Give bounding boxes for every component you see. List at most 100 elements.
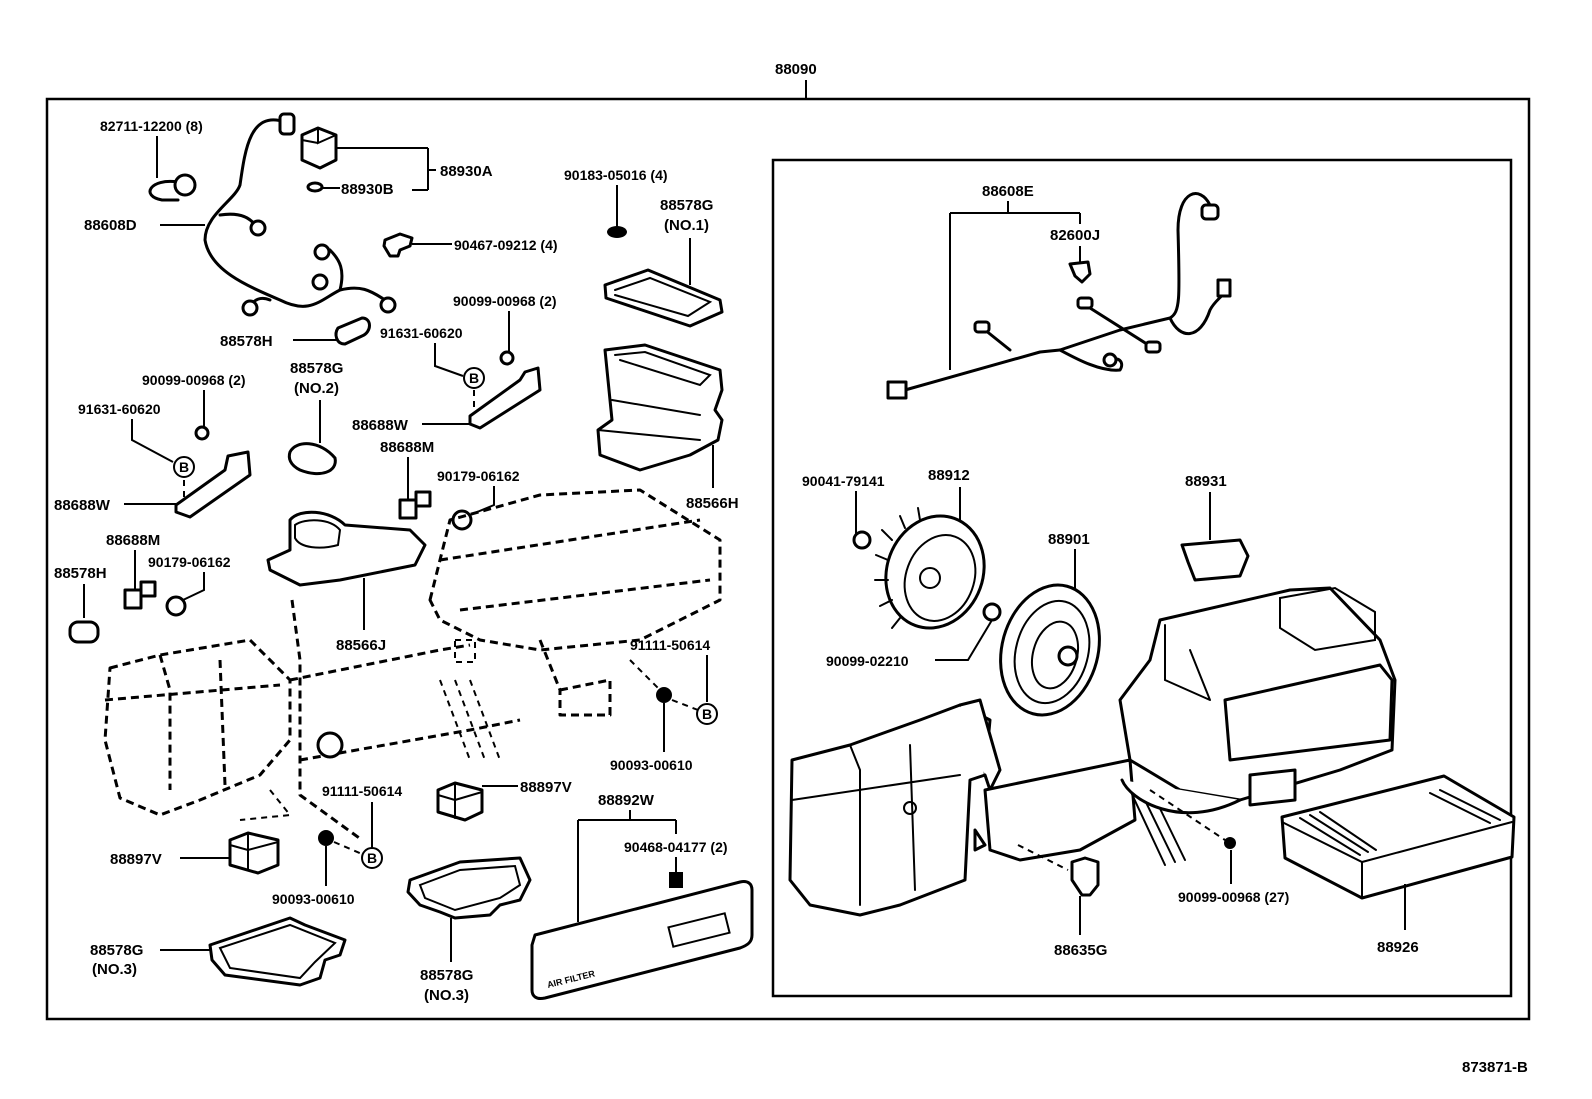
nut-left-icon bbox=[165, 595, 187, 617]
label-90099-02210[interactable]: 90099-02210 bbox=[826, 653, 909, 669]
label-90099-00968-upper[interactable]: 90099-00968 (2) bbox=[453, 293, 557, 309]
label-88635G[interactable]: 88635G bbox=[1054, 942, 1107, 959]
label-88926[interactable]: 88926 bbox=[1377, 939, 1419, 956]
label-88578G-no2-note[interactable]: (NO.2) bbox=[294, 380, 339, 397]
nut-upper-icon bbox=[451, 509, 473, 531]
label-91631-60620-left[interactable]: 91631-60620 bbox=[78, 401, 161, 417]
bracket-upper-icon bbox=[468, 366, 542, 430]
resistor-box-icon bbox=[300, 126, 338, 170]
washer-right-icon bbox=[656, 687, 672, 703]
duct-h-icon bbox=[596, 343, 724, 472]
label-90099-00968-left[interactable]: 90099-00968 (2) bbox=[142, 372, 246, 388]
label-88578G-no3-center-note[interactable]: (NO.3) bbox=[424, 987, 469, 1004]
seal-no1-icon bbox=[603, 268, 724, 328]
sensor-mount-upper-icon bbox=[398, 490, 432, 520]
seal-no3-left-icon bbox=[208, 916, 347, 987]
label-90183-05016[interactable]: 90183-05016 (4) bbox=[564, 167, 668, 183]
actuator-icon bbox=[1070, 856, 1100, 897]
harness-e-icon bbox=[886, 192, 1232, 400]
outer-frame bbox=[45, 97, 1531, 1021]
label-90093-00610-right[interactable]: 90093-00610 bbox=[610, 757, 693, 773]
label-90467-09212[interactable]: 90467-09212 (4) bbox=[454, 237, 558, 253]
label-88578H-left[interactable]: 88578H bbox=[54, 565, 107, 582]
label-88688M-upper[interactable]: 88688M bbox=[380, 439, 434, 456]
label-88897V-right[interactable]: 88897V bbox=[520, 779, 572, 796]
resistor-seal-icon bbox=[306, 181, 324, 193]
label-assembly[interactable]: 88090 bbox=[775, 61, 817, 78]
dash-actuator bbox=[1017, 844, 1069, 871]
blower-fan-icon bbox=[874, 507, 986, 630]
screw-upper-icon bbox=[499, 350, 515, 366]
seal-h-upper-icon bbox=[334, 316, 371, 346]
leader-90179-upper bbox=[469, 486, 495, 516]
ref-circle-b-right bbox=[696, 703, 718, 725]
label-90468-04177[interactable]: 90468-04177 (2) bbox=[624, 839, 728, 855]
label-91631-60620-upper[interactable]: 91631-60620 bbox=[380, 325, 463, 341]
label-88912[interactable]: 88912 bbox=[928, 467, 970, 484]
label-90099-00968-27[interactable]: 90099-00968 (27) bbox=[1178, 889, 1289, 905]
label-88578G-no3-left-note[interactable]: (NO.3) bbox=[92, 961, 137, 978]
label-91111-50614-right[interactable]: 91111-50614 bbox=[630, 637, 710, 653]
wire-harness-icon bbox=[203, 112, 397, 317]
grommet-icon bbox=[607, 226, 627, 238]
grommet-clip-icon bbox=[148, 173, 197, 202]
label-88688M-left[interactable]: 88688M bbox=[106, 532, 160, 549]
inner-frame bbox=[771, 158, 1513, 998]
hvac-unit-right-icon bbox=[788, 586, 1397, 917]
label-88578G-no1-note[interactable]: (NO.1) bbox=[664, 217, 709, 234]
label-88930A[interactable]: 88930A bbox=[440, 163, 493, 180]
cover-plate-icon: AIR FILTER bbox=[530, 880, 754, 1000]
washer-icon bbox=[982, 602, 1002, 622]
dash-ref-center bbox=[333, 841, 363, 855]
label-88901[interactable]: 88901 bbox=[1048, 531, 1090, 548]
clamp-icon bbox=[1068, 260, 1092, 284]
seal-h-left-icon bbox=[68, 620, 100, 644]
label-82711-12200[interactable]: 82711-12200 (8) bbox=[100, 118, 203, 134]
label-88930B[interactable]: 88930B bbox=[341, 181, 394, 198]
label-90179-06162-left[interactable]: 90179-06162 bbox=[148, 554, 231, 570]
label-90093-00610-center[interactable]: 90093-00610 bbox=[272, 891, 355, 907]
nut-icon bbox=[852, 530, 872, 550]
label-90041-79141[interactable]: 90041-79141 bbox=[802, 473, 885, 489]
bracket-left-icon bbox=[174, 450, 252, 519]
label-88566J[interactable]: 88566J bbox=[336, 637, 386, 654]
blower-resistor-icon bbox=[1180, 538, 1250, 582]
ref-circle-b-left bbox=[173, 456, 195, 478]
dash-screw bbox=[1149, 789, 1226, 841]
label-88578H-upper[interactable]: 88578H bbox=[220, 333, 273, 350]
drawing-id: 873871-B bbox=[1462, 1059, 1528, 1076]
label-88578G-no2[interactable]: 88578G bbox=[290, 360, 343, 377]
label-88566H[interactable]: 88566H bbox=[686, 495, 739, 512]
label-88578G-no3-left[interactable]: 88578G bbox=[90, 942, 143, 959]
clip-icon bbox=[382, 232, 414, 258]
label-82600J[interactable]: 82600J bbox=[1050, 227, 1100, 244]
ref-circle-b-center-text: B bbox=[367, 850, 377, 866]
label-88688W-left[interactable]: 88688W bbox=[54, 497, 111, 514]
leader-90099-02210 bbox=[935, 619, 993, 661]
ref-circle-b-upper-text: B bbox=[469, 370, 479, 386]
left-section: 82711-12200 (8) 88608D 8893 bbox=[54, 112, 754, 1004]
ref-circle-b-right-text: B bbox=[702, 706, 712, 722]
dash-washer-right bbox=[629, 659, 661, 691]
label-88897V-left[interactable]: 88897V bbox=[110, 851, 162, 868]
label-88931[interactable]: 88931 bbox=[1185, 473, 1227, 490]
damper-right-icon bbox=[436, 781, 484, 822]
label-88608D[interactable]: 88608D bbox=[84, 217, 137, 234]
label-88578G-no3-center[interactable]: 88578G bbox=[420, 967, 473, 984]
washer-center-icon bbox=[318, 830, 334, 846]
label-88688W-upper[interactable]: 88688W bbox=[352, 417, 409, 434]
label-91111-50614-center[interactable]: 91111-50614 bbox=[322, 783, 402, 799]
label-90179-06162-upper[interactable]: 90179-06162 bbox=[437, 468, 520, 484]
damper-left-icon bbox=[228, 831, 280, 875]
air-filter-icon bbox=[1280, 774, 1516, 900]
label-88892W[interactable]: 88892W bbox=[598, 792, 655, 809]
clip-90468-icon bbox=[669, 872, 683, 888]
leader-91631-left bbox=[131, 419, 174, 463]
ref-circle-b-left-text: B bbox=[179, 459, 189, 475]
label-88578G-no1[interactable]: 88578G bbox=[660, 197, 713, 214]
sensor-mount-left-icon bbox=[123, 580, 157, 610]
blower-motor-icon bbox=[999, 583, 1101, 717]
label-88608E[interactable]: 88608E bbox=[982, 183, 1034, 200]
right-section: 88608E 82600J 90041-79141 88912 bbox=[788, 183, 1516, 959]
